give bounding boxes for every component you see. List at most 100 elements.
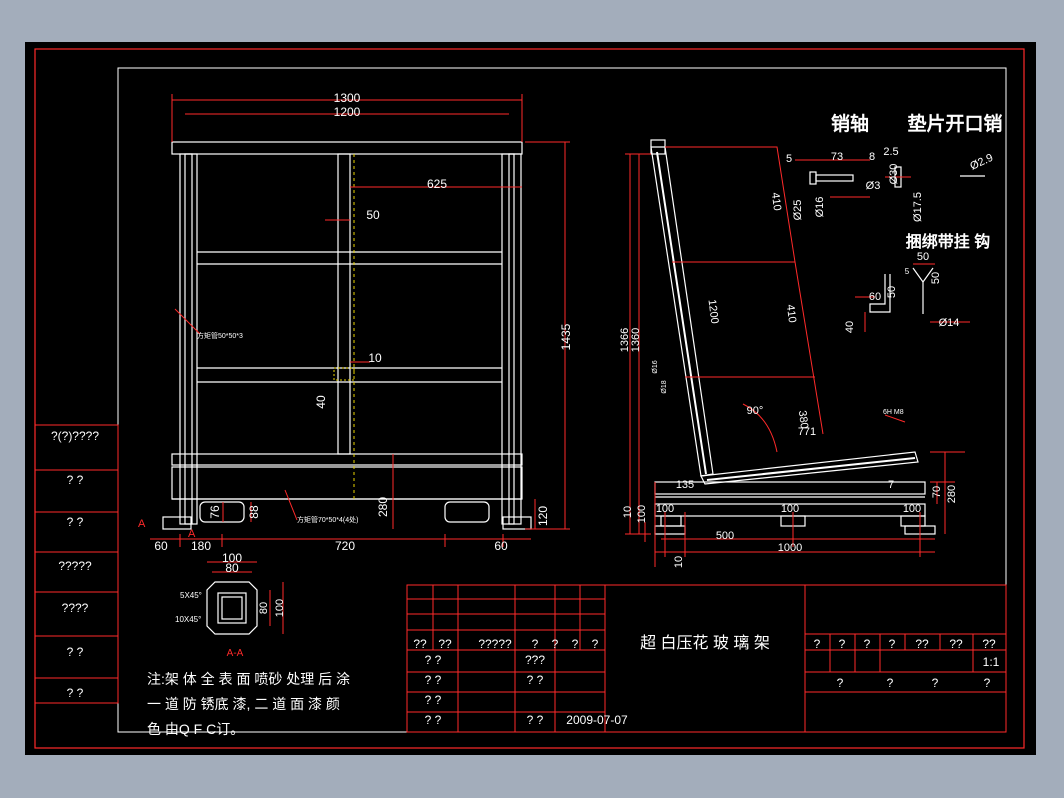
dim-label: 380 [796, 410, 810, 430]
left-strip-cell: ?(?)???? [51, 429, 99, 443]
washer-pin-title: 垫片开口销 [907, 112, 1002, 135]
dim-label: 135 [676, 479, 694, 491]
title-cell: ? [984, 676, 991, 690]
section-marker: A [138, 518, 146, 530]
dim-label: 50 [886, 286, 898, 298]
title-cell: ? ? [425, 693, 442, 707]
dim-label: 410 [784, 304, 798, 324]
dim-label: 100 [903, 503, 921, 515]
left-strip-cell: ? ? [67, 686, 84, 700]
title-cell: ? ? [425, 653, 442, 667]
dim-label: 100 [636, 505, 648, 523]
title-cell: ?? [949, 637, 963, 651]
dim-label: 410 [769, 192, 783, 212]
title-cell: ? [887, 676, 894, 690]
left-strip: ?(?)???? ? ? ? ? ????? ???? ? ? ? ? [34, 424, 119, 704]
dim-label: 80 [225, 561, 239, 575]
dim-label: 180 [191, 539, 211, 553]
title-cell: ?? [915, 637, 929, 651]
title-cell: ? [552, 637, 559, 651]
dim-label: Ø30 [888, 164, 900, 185]
dim-label: 10 [368, 351, 382, 365]
title-cell: ? ? [425, 713, 442, 727]
dim-label: Ø16 [814, 197, 826, 218]
dim-label: Ø3 [866, 180, 881, 192]
dim-label: 1200 [706, 299, 721, 325]
drawing-sheet: ?(?)???? ? ? ? ? ????? ???? ? ? ? ? [25, 42, 1036, 755]
dim-label: 10 [673, 556, 685, 568]
dim-label: 40 [314, 395, 328, 409]
dim-label: Ø18 [661, 380, 668, 393]
title-cell: ? [814, 637, 821, 651]
left-strip-cell: ????? [58, 559, 92, 573]
section-aa: 100 80 5X45° 10X45° 80 100 A-A [175, 551, 286, 659]
title-cell: ?? [438, 637, 452, 651]
title-cell: ? [839, 637, 846, 651]
dim-label: 50 [917, 251, 929, 263]
dim-label: 120 [536, 506, 550, 526]
dim-label: 5 [905, 267, 910, 276]
dim-label: 73 [831, 151, 843, 163]
title-cell: ?? [982, 637, 996, 651]
dim-label: 40 [844, 321, 856, 333]
cad-drawing: ?(?)???? ? ? ? ? ????? ???? ? ? ? ? [34, 48, 1025, 749]
drawing-date: 2009-07-07 [566, 713, 628, 727]
dim-label: Ø17.5 [912, 192, 924, 222]
dim-label: 50 [930, 272, 942, 284]
title-cell: ? ? [527, 713, 544, 727]
dim-label: 10 [622, 506, 634, 518]
front-dimensions: 1300 1200 625 50 10 40 1435 280 120 76 8… [138, 91, 573, 553]
dim-label: 1360 [630, 328, 642, 352]
dim-label: 7 [888, 479, 894, 491]
side-dimensions: 1366 1360 410 410 1200 380 771 135 10 10… [619, 153, 965, 568]
hook-detail: 捆绑带挂 钩 50 60 50 40 50 Ø14 5 [844, 232, 990, 333]
drawing-scale: 1:1 [983, 655, 1000, 669]
dim-label: 100 [274, 599, 286, 617]
tube-spec-label: 方矩管50*50*3 [197, 331, 243, 340]
left-strip-cell: ???? [62, 601, 89, 615]
title-cell: ? [864, 637, 871, 651]
title-cell: ? ? [527, 673, 544, 687]
title-cell: ? [572, 637, 579, 651]
dim-label: 100 [656, 503, 674, 515]
dim-label: 100 [222, 551, 242, 565]
title-cell: ? [532, 637, 539, 651]
dim-label: 2.5 [883, 146, 898, 158]
dim-label: 5 [786, 153, 792, 165]
strap-hook-title: 捆绑带挂 钩 [906, 232, 990, 251]
dim-label: Ø14 [939, 317, 960, 329]
dim-label: 10X45° [175, 615, 201, 624]
note-line: 一 道 防 锈底 漆, 二 道 面 漆 颜 [147, 696, 340, 712]
dim-label: 1366 [619, 328, 631, 352]
side-view [650, 139, 936, 535]
dim-label: 60 [869, 291, 881, 303]
title-cell: ? ? [425, 673, 442, 687]
dim-label: 1000 [778, 542, 802, 554]
dim-label: Ø16 [652, 360, 659, 373]
chain-note: 6H M8 [883, 409, 904, 416]
dim-label: 1435 [559, 323, 573, 350]
front-view [162, 141, 532, 530]
title-block: ?? ?? ????? ? ? ? ? ? ? ? ? ? ? ? ? ??? … [406, 584, 1007, 733]
dim-label: 771 [798, 426, 816, 438]
left-strip-cell: ? ? [67, 515, 84, 529]
dim-label: 720 [335, 539, 355, 553]
outer-border [34, 48, 1025, 749]
dim-label: 100 [781, 503, 799, 515]
title-cell: ? [837, 676, 844, 690]
dim-label: 280 [946, 485, 958, 503]
title-cell: ? [592, 637, 599, 651]
dim-label: 80 [258, 602, 270, 614]
note-line: 注:架 体 全 表 面 喷砂 处理 后 涂 [147, 671, 351, 687]
dim-label: 60 [154, 539, 168, 553]
title-cell: ????? [478, 637, 512, 651]
dim-label: 88 [247, 505, 261, 519]
dim-label: 70 [931, 486, 943, 498]
section-marker: A [188, 528, 196, 540]
dim-label: 280 [376, 497, 390, 517]
tube-spec-label: 方矩管70*50*4(4处) [297, 515, 358, 524]
title-cell: ??? [525, 653, 545, 667]
angle-label: 90° [747, 405, 764, 417]
dim-label: 1300 [334, 91, 361, 105]
title-cell: ? [889, 637, 896, 651]
